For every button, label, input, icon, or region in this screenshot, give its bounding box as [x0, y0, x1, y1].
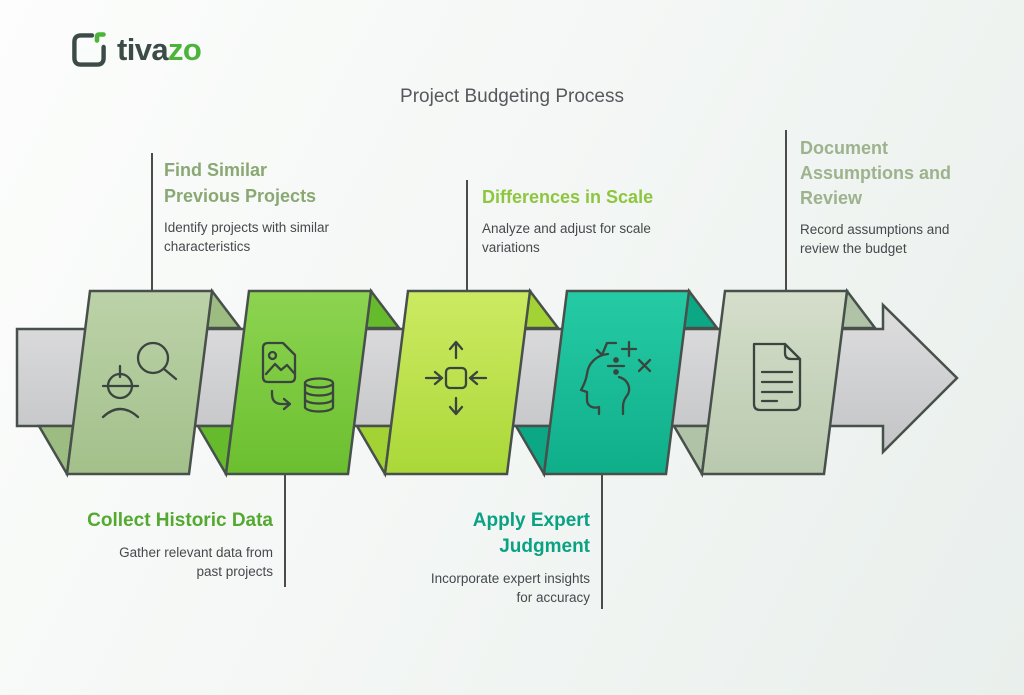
callout-title: Find Similar Previous Projects	[164, 157, 394, 209]
brand-logo: tivazo	[70, 31, 202, 69]
callout-desc-line: Identify projects with similar	[164, 220, 330, 235]
callout-title-line: Differences in Scale	[482, 187, 654, 207]
callout-desc-line: Incorporate expert insights	[430, 571, 590, 586]
callout-differences-in-scale: Differences in Scale Analyze and adjust …	[482, 184, 712, 257]
callout-title: Collect Historic Data	[13, 508, 273, 534]
callout-description: Record assumptions and review the budget	[800, 220, 1000, 258]
callout-apply-expert-judgment: Apply Expert Judgment Incorporate expert…	[330, 508, 590, 607]
head-math-icon	[579, 340, 652, 416]
callout-desc-line: Record assumptions and	[800, 222, 950, 237]
callout-desc-line: characteristics	[164, 239, 251, 254]
callout-description: Analyze and adjust for scale variations	[482, 219, 712, 257]
callout-title: Differences in Scale	[482, 184, 712, 210]
brand-name-prefix: tiva	[117, 32, 169, 67]
page-title: Project Budgeting Process	[400, 86, 624, 107]
callout-find-similar-previous-projects: Find Similar Previous Projects Identify …	[164, 157, 394, 256]
callout-description: Incorporate expert insights for accuracy	[330, 569, 590, 607]
callout-description: Identify projects with similar character…	[164, 218, 394, 256]
callout-title: Apply Expert Judgment	[330, 508, 590, 560]
callout-title: Document Assumptions and Review	[800, 136, 1000, 211]
callout-title-line: Document	[800, 138, 889, 158]
image-to-database-icon	[261, 341, 335, 413]
ribbon-step-3	[383, 289, 532, 476]
ribbon-step-2	[224, 289, 373, 476]
callout-title-line: Assumptions and	[800, 163, 952, 183]
brand-wordmark: tivazo	[117, 32, 202, 68]
callout-desc-line: past projects	[196, 564, 273, 579]
logo-frame-shape	[72, 33, 106, 67]
callout-collect-historic-data: Collect Historic Data Gather relevant da…	[13, 508, 273, 581]
callout-title-line: Find Similar	[164, 160, 268, 180]
ribbon-step-1	[65, 289, 214, 476]
callout-desc-line: variations	[482, 240, 540, 255]
callout-title-line: Apply Expert	[472, 510, 590, 531]
callout-title-line: Review	[800, 188, 863, 208]
tivazo-frame-icon	[72, 32, 106, 67]
scale-arrows-icon	[424, 340, 488, 416]
callout-desc-line: review the budget	[800, 241, 907, 256]
engineer-search-icon	[101, 341, 178, 419]
document-icon	[752, 342, 802, 412]
ribbon-step-4	[542, 289, 691, 476]
logo-corner-accent-shape	[94, 32, 106, 43]
callout-description: Gather relevant data from past projects	[13, 543, 273, 581]
callout-desc-line: Analyze and adjust for scale	[482, 221, 651, 236]
callout-desc-line: for accuracy	[516, 590, 590, 605]
callout-title-line: Collect Historic Data	[87, 510, 273, 531]
callout-desc-line: Gather relevant data from	[119, 545, 273, 560]
callout-title-line: Previous Projects	[164, 186, 317, 206]
callout-document-assumptions-and-review: Document Assumptions and Review Record a…	[800, 136, 1000, 258]
brand-name-suffix: zo	[168, 32, 202, 67]
callout-connectors	[151, 130, 787, 609]
callout-title-line: Judgment	[499, 536, 590, 557]
